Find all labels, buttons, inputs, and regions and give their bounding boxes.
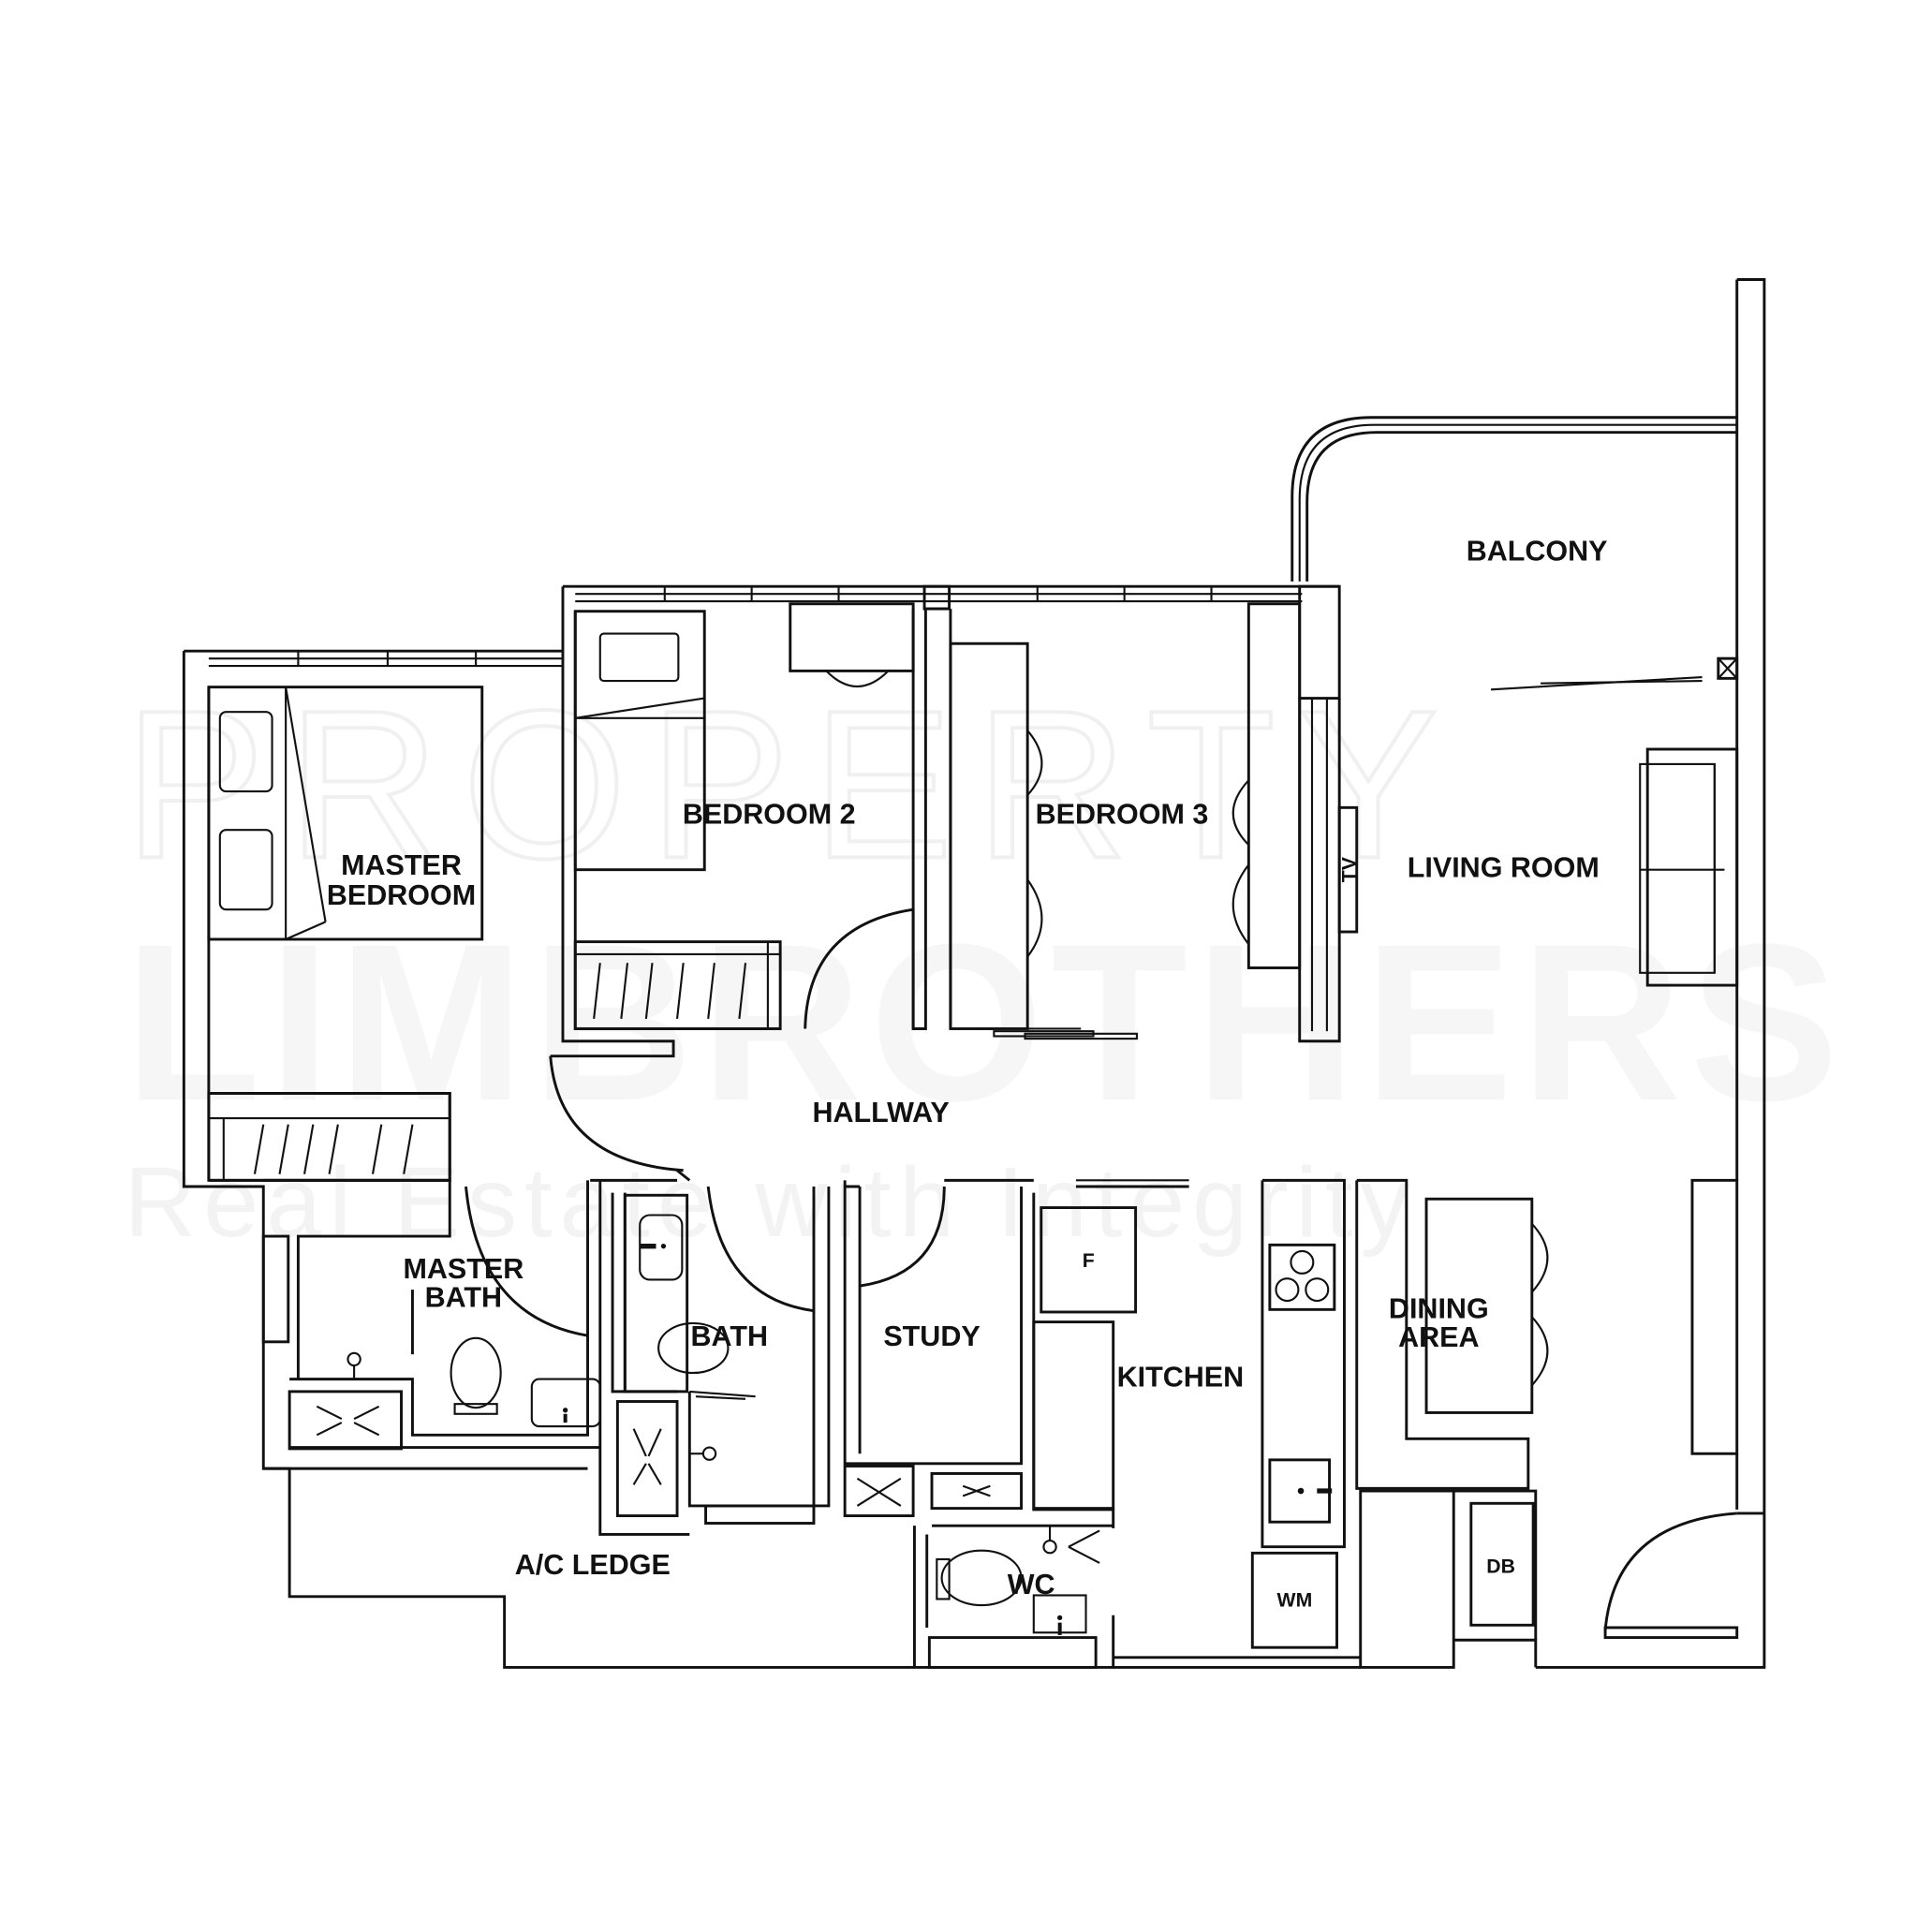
label-living-room: LIVING ROOM bbox=[1408, 852, 1600, 884]
room-labels: MASTER BEDROOM BEDROOM 2 BEDROOM 3 LIVIN… bbox=[327, 535, 1608, 1611]
label-kitchen: KITCHEN bbox=[1117, 1362, 1245, 1394]
label-ac-ledge: A/C LEDGE bbox=[515, 1549, 671, 1581]
label-dining-2: AREA bbox=[1398, 1321, 1479, 1353]
label-hallway: HALLWAY bbox=[812, 1097, 949, 1128]
watermark-line2: LIMBROTHERS bbox=[125, 897, 1847, 1147]
watermark-line1: PROPERTY bbox=[125, 666, 1462, 902]
label-dining-1: DINING bbox=[1389, 1293, 1489, 1325]
label-study: STUDY bbox=[883, 1320, 980, 1352]
label-fridge: F bbox=[1083, 1250, 1095, 1272]
walls bbox=[182, 278, 1766, 1669]
label-wc: WC bbox=[1008, 1569, 1055, 1600]
label-bath: BATH bbox=[691, 1320, 768, 1352]
label-master-bath-2: BATH bbox=[425, 1282, 502, 1314]
watermark: PROPERTY LIMBROTHERS Real Estate with In… bbox=[123, 664, 1847, 1258]
label-tv: TV bbox=[1338, 857, 1360, 882]
tv-unit bbox=[1337, 805, 1359, 934]
dining-table bbox=[1424, 1197, 1534, 1414]
sofa bbox=[1645, 747, 1739, 987]
label-washing-machine: WM bbox=[1277, 1589, 1313, 1611]
label-bedroom3: BEDROOM 3 bbox=[1036, 799, 1209, 831]
bedroom2-bed bbox=[573, 610, 706, 872]
furniture bbox=[207, 602, 1739, 1635]
label-bedroom2: BEDROOM 2 bbox=[683, 799, 856, 831]
label-master-bedroom-1: MASTER bbox=[341, 849, 462, 881]
label-balcony: BALCONY bbox=[1467, 535, 1608, 567]
master-wardrobe bbox=[207, 1092, 451, 1182]
label-master-bedroom-2: BEDROOM bbox=[327, 879, 476, 911]
label-master-bath-1: MASTER bbox=[403, 1253, 524, 1285]
label-distribution-board: DB bbox=[1486, 1556, 1515, 1578]
master-bed bbox=[207, 686, 484, 941]
watermark-line3: Real Estate with Integrity bbox=[125, 1147, 1418, 1258]
